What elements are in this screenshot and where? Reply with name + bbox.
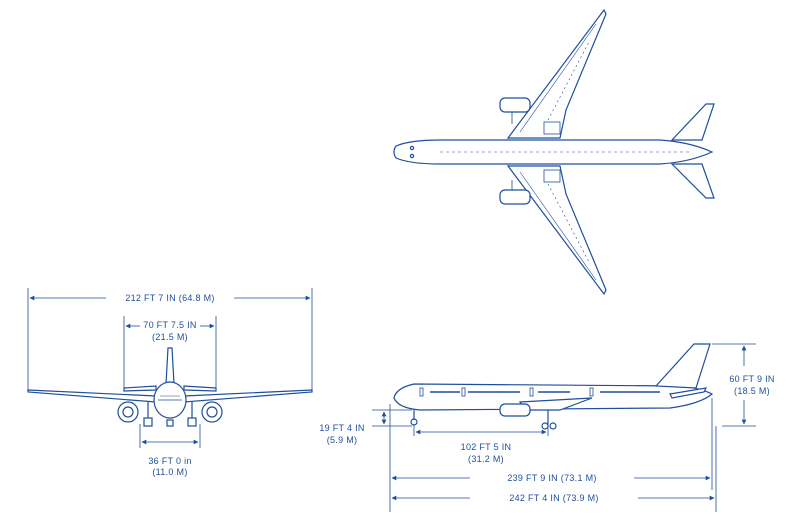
tail-height-label: 60 FT 9 IN: [729, 374, 774, 384]
wheelbase-label: 102 FT 5 IN: [461, 442, 512, 452]
front-view-airplane-icon: [27, 347, 313, 427]
fuselage-length-label: 239 FT 9 IN (73.1 M): [507, 473, 596, 483]
side-view-airplane-icon: [393, 343, 714, 430]
main-gear-track-metric: (11.0 M): [152, 467, 187, 477]
dimension-lines: [27, 288, 756, 512]
stabilizer-span-label: 70 FT 7.5 IN: [143, 320, 196, 330]
stabilizer-span-metric: (21.5 M): [152, 332, 188, 342]
wingspan-label: 212 FT 7 IN (64.8 M): [125, 293, 214, 303]
tail-height-metric: (18.5 M): [734, 386, 770, 396]
nose-gear-height-label: 19 FT 4 IN: [319, 423, 364, 433]
top-view-airplane-icon: [393, 8, 715, 296]
wheelbase-metric: (31.2 M): [468, 454, 504, 464]
overall-length-label: 242 FT 4 IN (73.9 M): [509, 493, 598, 503]
nose-gear-height-metric: (5.9 M): [327, 435, 358, 445]
main-gear-track-label: 36 FT 0 in: [148, 456, 191, 466]
